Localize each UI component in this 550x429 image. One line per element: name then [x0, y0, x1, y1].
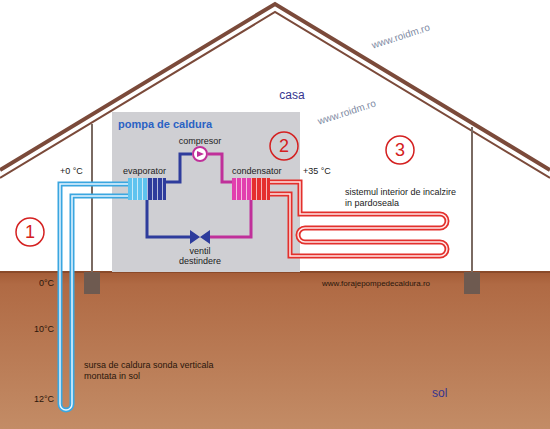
temperature-label: +35 °C	[303, 166, 347, 177]
house-label: casa	[262, 88, 322, 102]
callout-number: 3	[386, 136, 414, 164]
left-wall	[91, 124, 93, 290]
website-label: www.forajepompedecaldura.ro	[322, 279, 497, 289]
right-footing	[464, 272, 480, 294]
depth-temperature: 10°C	[6, 324, 54, 335]
heat-pump-region: pompa de caldura evaporator compresor conde…	[112, 112, 300, 272]
callout-circle	[270, 132, 298, 160]
callout-number: 1	[16, 218, 44, 246]
right-wall	[471, 127, 473, 290]
condenser-coil: condensator	[232, 178, 270, 200]
node-label: ventil destindere	[174, 246, 226, 267]
valve-shape	[190, 230, 210, 244]
expansion-valve: ventil destindere	[190, 230, 210, 244]
node-label: evaporator	[123, 166, 166, 176]
depth-temperature: 0°C	[6, 278, 54, 289]
watermark: www.roidm.ro	[316, 92, 396, 128]
ground	[0, 272, 550, 429]
refrigerant-pipe	[147, 200, 190, 237]
watermark: www.roidm.ro	[370, 16, 450, 52]
callout-circle	[16, 218, 44, 246]
floor-heating-label: sistemul interior de incalzire in pardos…	[345, 187, 465, 209]
refrigerant-pipe	[208, 154, 232, 182]
refrigerant-pipe	[166, 154, 192, 182]
left-footing	[84, 272, 100, 294]
node-label: compresor	[179, 136, 222, 146]
compressor-triangle	[197, 151, 204, 157]
ground-label: sol	[432, 386, 462, 400]
node-label: condensator	[232, 166, 282, 176]
roof	[0, 4, 550, 170]
compressor-symbol: compresor	[192, 146, 208, 162]
compressor-mark	[194, 148, 206, 160]
evaporator-coil: evaporator	[128, 178, 166, 200]
callout-circle	[386, 136, 414, 164]
temperature-label: +0 °C	[60, 166, 104, 177]
refrigerant-pipe	[210, 200, 251, 237]
roof-inner	[0, 12, 550, 178]
callout-number: 2	[270, 132, 298, 160]
valve-bowtie	[190, 230, 210, 244]
depth-temperature: 12°C	[6, 394, 54, 405]
probe-label: sursa de caldura sonda verticala montata…	[84, 360, 234, 382]
node-label: pompa de caldura	[118, 118, 212, 131]
